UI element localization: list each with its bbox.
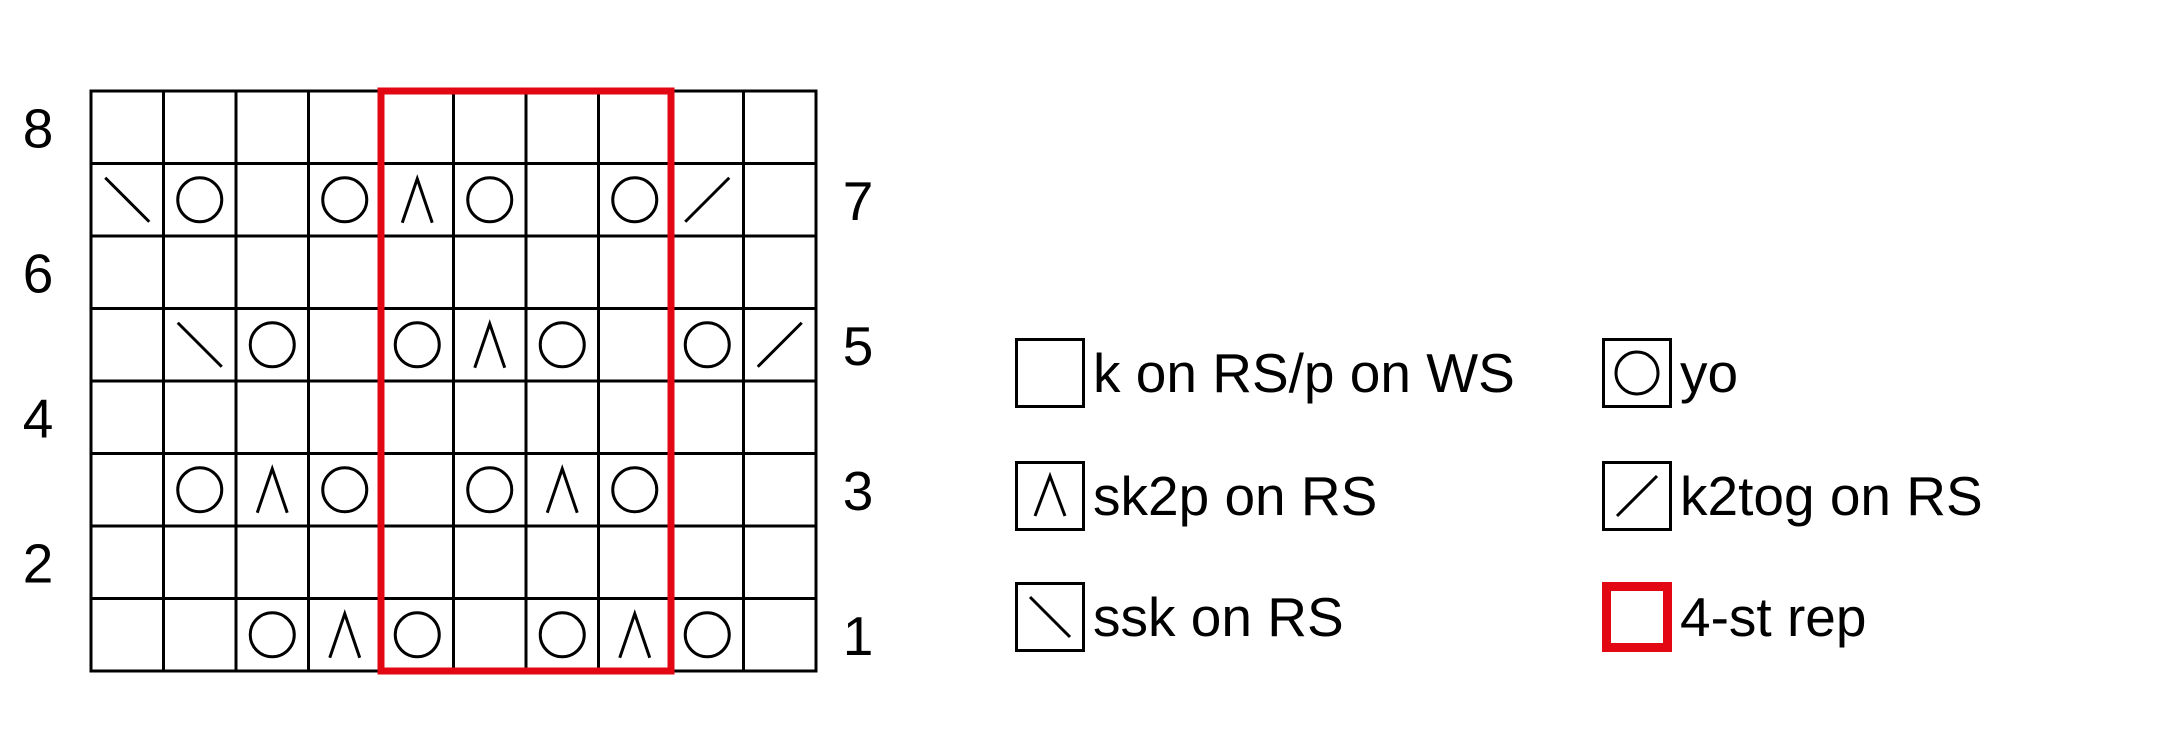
yo-symbol: [611, 466, 659, 514]
sk2p-symbol: [400, 174, 434, 224]
chart-cell: [379, 597, 455, 673]
legend-item-ssk: ssk on RS: [1015, 582, 1344, 652]
chart-cell: [452, 452, 528, 528]
sk2p-symbol-icon: [1015, 461, 1085, 531]
chart-cell: [307, 524, 383, 600]
chart-cell: [524, 597, 600, 673]
chart-cell: [89, 307, 165, 383]
row-number-3: 3: [843, 460, 874, 522]
legend-item-k2tog: k2tog on RS: [1602, 461, 1983, 531]
chart-cell: [742, 89, 818, 165]
yo-symbol: [538, 321, 586, 369]
chart-cell: [597, 524, 673, 600]
chart-cell: [307, 452, 383, 528]
chart-cell: [452, 524, 528, 600]
chart-cell: [379, 379, 455, 455]
chart-cell: [89, 234, 165, 310]
yo-symbol: [393, 611, 441, 659]
chart-cell: [524, 234, 600, 310]
row-number-6: 6: [23, 242, 54, 304]
row-number-1: 1: [843, 605, 874, 667]
yo-symbol: [248, 321, 296, 369]
row-number-2: 2: [23, 532, 54, 594]
row-number-5: 5: [843, 315, 874, 377]
yo-symbol: [683, 611, 731, 659]
yo-symbol-icon: [1602, 338, 1672, 408]
chart-cell: [452, 89, 528, 165]
legend-item-sk2p: sk2p on RS: [1015, 461, 1377, 531]
chart-cell: [162, 234, 238, 310]
chart-symbols: [104, 174, 803, 659]
legend-label-knit: k on RS/p on WS: [1093, 341, 1515, 404]
row-number-8: 8: [23, 97, 54, 159]
yo-symbol: [248, 611, 296, 659]
ssk-symbol-icon: [1015, 582, 1085, 652]
row-number-7: 7: [843, 170, 874, 232]
sk2p-symbol: [473, 319, 507, 369]
chart-cell: [597, 597, 673, 673]
chart-cell: [162, 597, 238, 673]
chart-cell: [742, 379, 818, 455]
legend-label-k2tog: k2tog on RS: [1680, 464, 1983, 527]
row-number-4: 4: [23, 387, 54, 449]
chart-cell: [742, 524, 818, 600]
repeat-outline: [377, 87, 675, 675]
chart-cell: [742, 597, 818, 673]
row-numbers: 8 7 6 5 4 3 2 1: [23, 97, 874, 667]
chart-cell: [89, 452, 165, 528]
sk2p-symbol: [255, 464, 289, 514]
ssk-symbol: [104, 176, 151, 223]
yo-symbol: [321, 466, 369, 514]
yo-symbol: [538, 611, 586, 659]
k2tog-symbol-icon: [1602, 461, 1672, 531]
chart-cell: [307, 162, 383, 238]
yo-symbol: [176, 466, 224, 514]
chart-cell: [742, 162, 818, 238]
chart-cell: [524, 162, 600, 238]
chart-cell: [597, 89, 673, 165]
yo-symbol: [321, 176, 369, 224]
yo-symbol: [466, 466, 514, 514]
legend-label-repeat: 4-st rep: [1680, 585, 1867, 648]
chart-cell: [742, 234, 818, 310]
k2tog-symbol: [684, 176, 731, 223]
legend-label-yo: yo: [1680, 341, 1739, 404]
sk2p-symbol: [545, 464, 579, 514]
legend-item-knit: k on RS/p on WS: [1015, 338, 1515, 408]
knit-symbol-icon: [1015, 338, 1085, 408]
chart-cell: [669, 597, 745, 673]
chart-cell: [379, 452, 455, 528]
legend-item-yo: yo: [1602, 338, 1738, 408]
chart-cell: [524, 307, 600, 383]
chart-cell: [669, 452, 745, 528]
repeat-box: [377, 87, 675, 675]
chart-cell: [89, 524, 165, 600]
yo-symbol: [611, 176, 659, 224]
sk2p-symbol: [618, 609, 652, 659]
yo-symbol: [466, 176, 514, 224]
yo-symbol: [393, 321, 441, 369]
chart-cell: [234, 597, 310, 673]
legend-label-ssk: ssk on RS: [1093, 585, 1344, 648]
repeat-symbol-icon: [1602, 582, 1672, 652]
ssk-symbol: [176, 321, 223, 368]
chart-cell: [452, 379, 528, 455]
chart-cell: [162, 162, 238, 238]
chart-cell: [669, 234, 745, 310]
legend-label-sk2p: sk2p on RS: [1093, 464, 1378, 527]
chart-grid: [89, 89, 818, 673]
chart-cell: [234, 234, 310, 310]
sk2p-symbol: [328, 609, 362, 659]
yo-symbol: [683, 321, 731, 369]
chart-cell: [524, 524, 600, 600]
legend-item-repeat: 4-st rep: [1602, 582, 1866, 652]
yo-symbol: [176, 176, 224, 224]
k2tog-symbol: [756, 321, 803, 368]
chart-cell: [452, 162, 528, 238]
chart-cell: [597, 379, 673, 455]
